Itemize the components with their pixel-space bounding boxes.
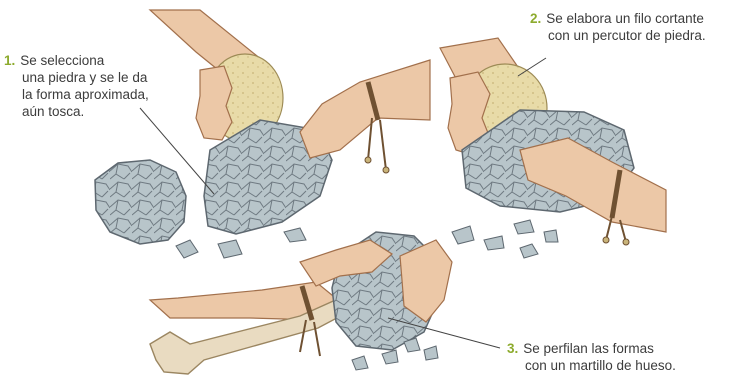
scene-1-shaping-stone — [95, 10, 430, 258]
step-2-line-2: con un percutor de piedra. — [530, 27, 706, 44]
stone-flake — [484, 236, 504, 250]
scene-3-bone-hammer — [150, 232, 500, 374]
scene-2-cutting-edge — [440, 38, 666, 258]
arm-right-1 — [300, 60, 430, 158]
step-1-line-3: la forma aproximada, — [4, 86, 149, 103]
step-2-line-1: Se elabora un filo cortante — [546, 11, 704, 26]
step-1-number: 1. — [4, 53, 15, 68]
hand-gripping-hammerstone-1 — [196, 66, 232, 140]
step-3-line-2: con un martillo de hueso. — [507, 357, 676, 374]
step-2-number: 2. — [530, 11, 541, 26]
step-1-line-4: aún tosca. — [4, 103, 149, 120]
stone-flake — [284, 228, 306, 242]
stone-flake — [544, 230, 558, 242]
step-3-number: 3. — [507, 341, 518, 356]
step-1-caption: 1. Se selecciona una piedra y se le da la… — [4, 52, 149, 120]
step-2-caption: 2. Se elabora un filo cortante con un per… — [530, 10, 706, 44]
rough-rock-core — [95, 160, 186, 244]
step-3-caption: 3. Se perfilan las formas con un martillo… — [507, 340, 676, 374]
step-1-line-1: Se selecciona — [20, 53, 104, 68]
stone-flake — [452, 226, 474, 244]
stone-flake — [514, 220, 534, 234]
leader-line-2 — [518, 58, 546, 76]
stone-flake — [352, 356, 368, 370]
stone-flake — [520, 244, 538, 258]
stone-flake — [218, 240, 242, 258]
stone-flake — [424, 346, 438, 360]
step-3-line-1: Se perfilan las formas — [523, 341, 654, 356]
stone-flake — [382, 350, 398, 364]
stone-flake — [176, 240, 198, 258]
arm-right-2 — [520, 138, 666, 232]
step-1-line-2: una piedra y se le da — [4, 69, 149, 86]
